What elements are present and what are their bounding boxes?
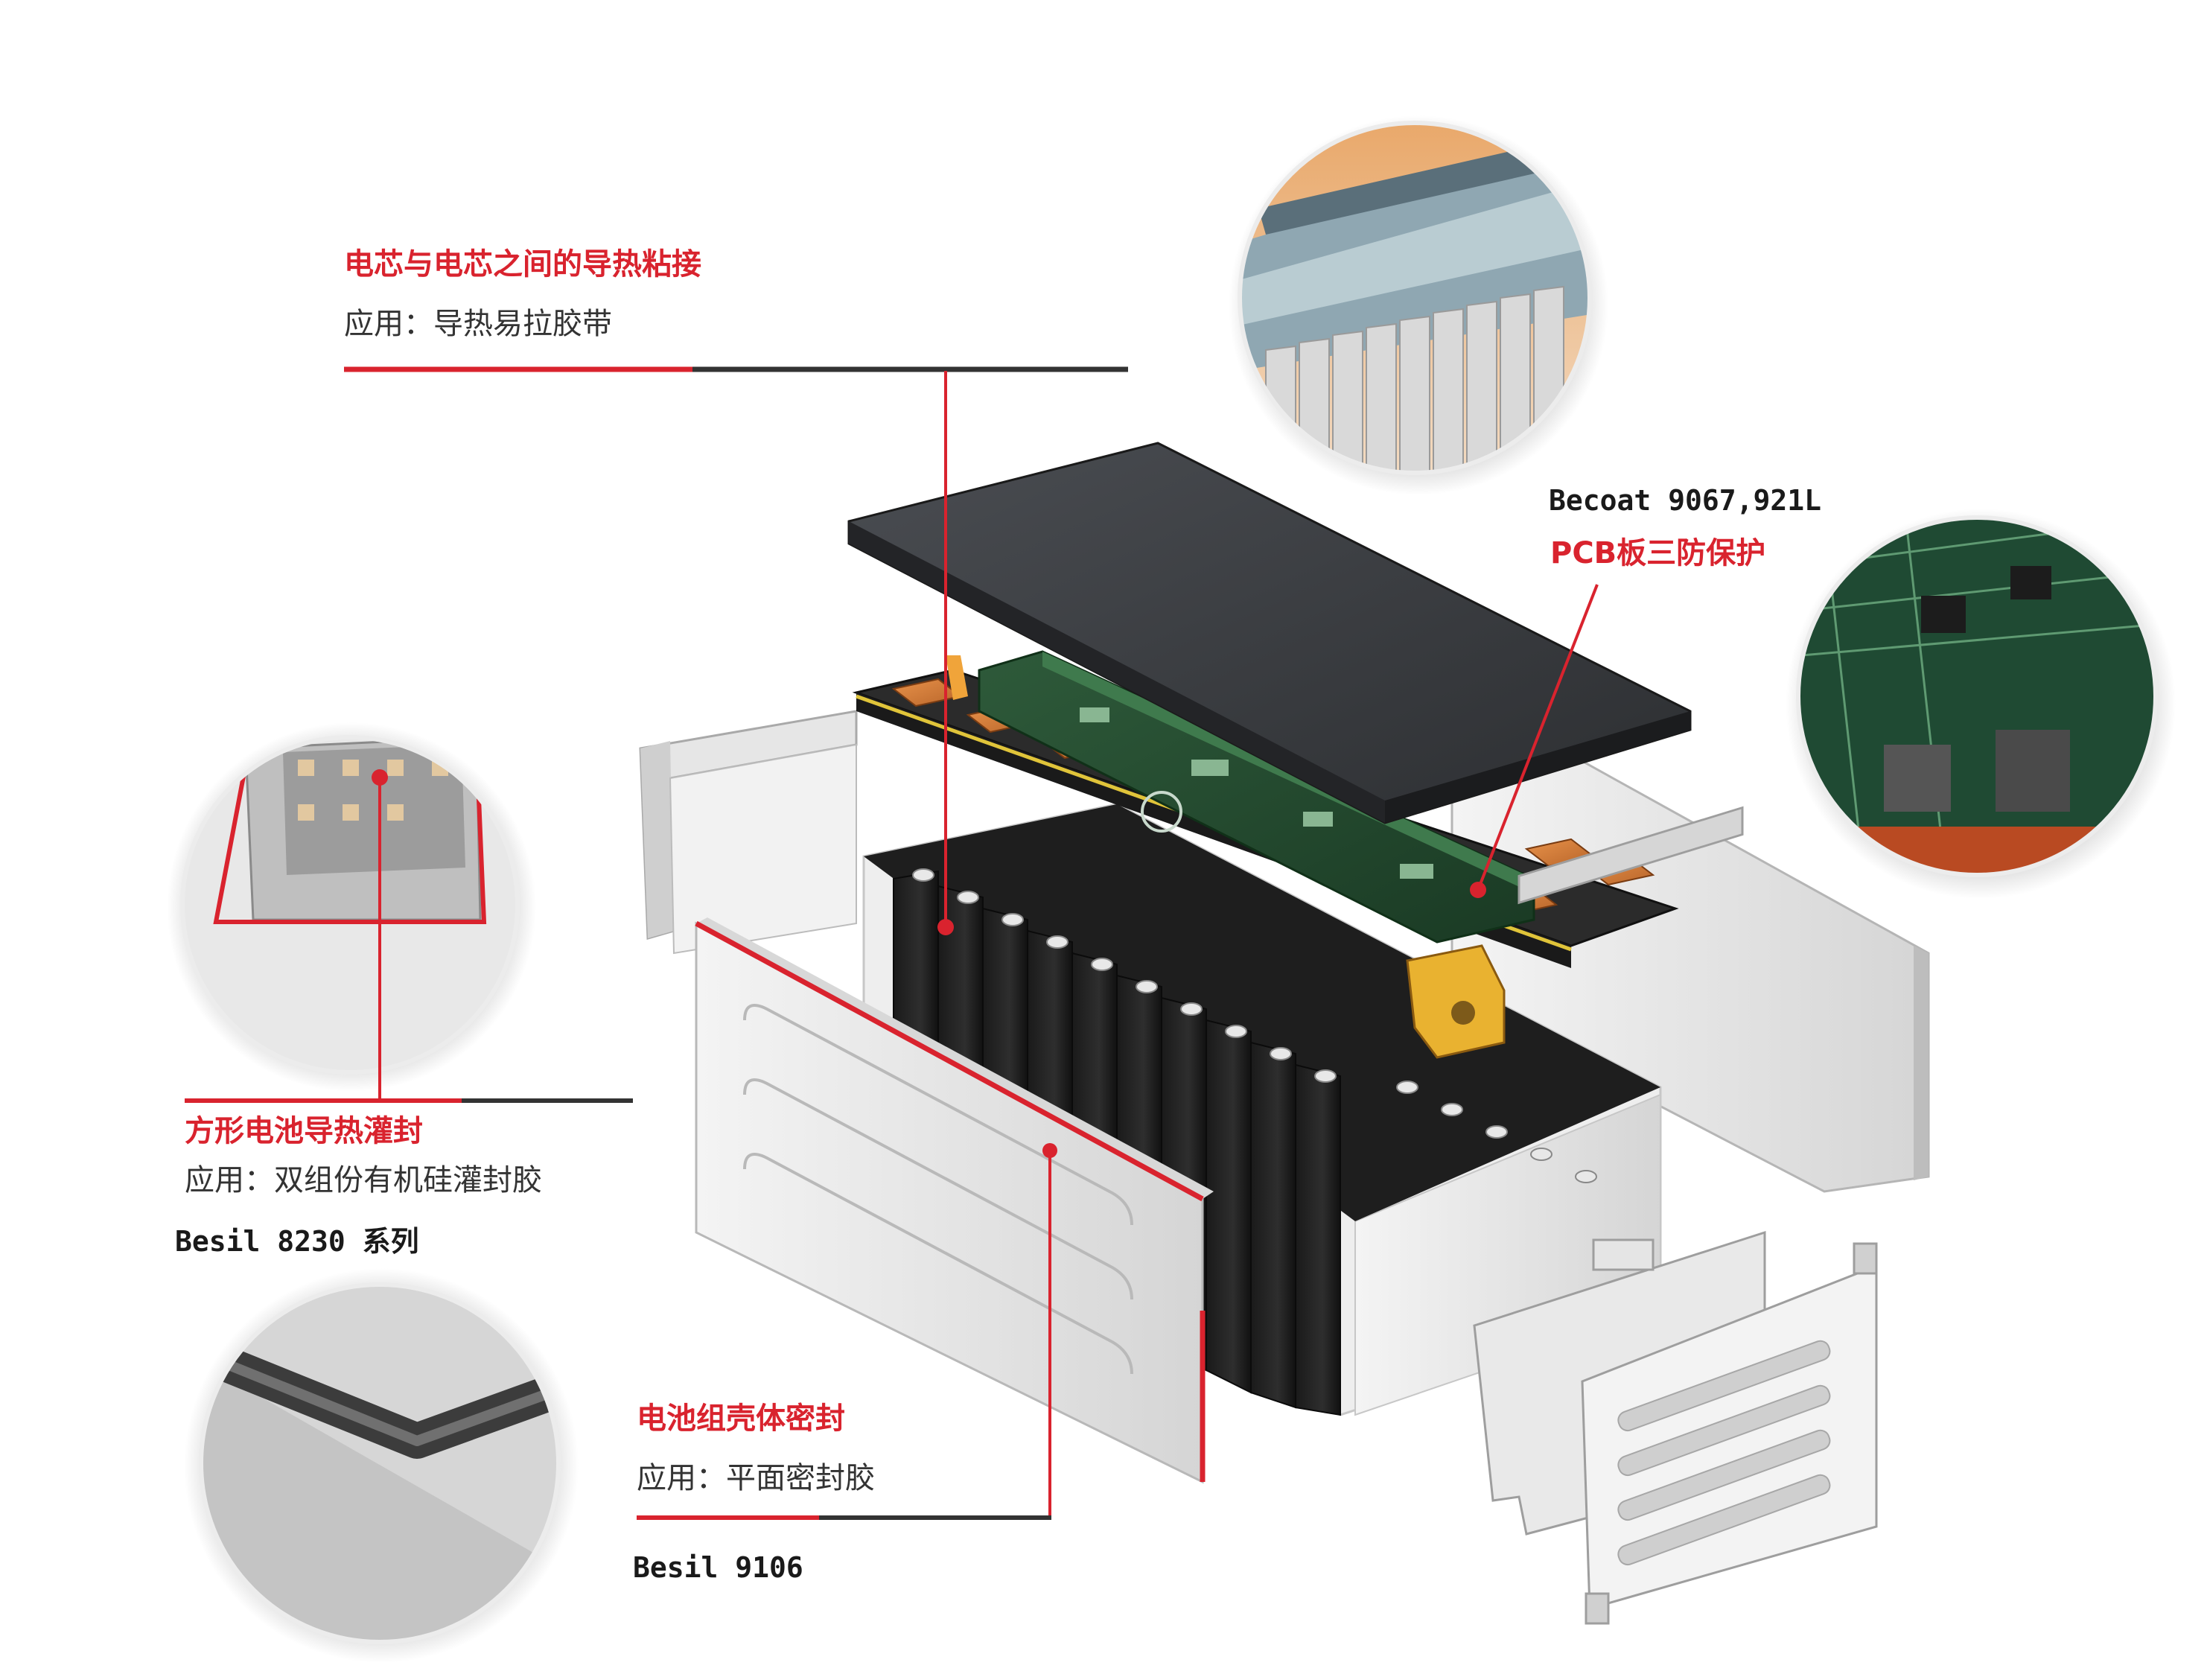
callout-prismatic-product: Besil 8230 系列	[175, 1225, 419, 1258]
inset-cell-bonding-photo	[1229, 115, 1608, 495]
callout-prismatic-title: 方形电池导热灌封	[185, 1114, 423, 1148]
callout-cell-bonding-title: 电芯与电芯之间的导热粘接	[344, 247, 701, 281]
callout-prismatic-application: 应用：双组份有机硅灌封胶	[185, 1163, 542, 1197]
callout-prismatic: 方形电池导热灌封 应用：双组份有机硅灌封胶 Besil 8230 系列	[175, 1114, 542, 1258]
callout-housing-application: 应用：平面密封胶	[637, 1461, 875, 1495]
callout-leader-lines	[185, 366, 1599, 1520]
callout-cell-bonding-application: 应用：导热易拉胶带	[344, 307, 612, 341]
callout-pcb-title: PCB板三防保护	[1550, 536, 1765, 570]
callout-housing: 电池组壳体密封 应用：平面密封胶 Besil 9106	[633, 1401, 875, 1584]
callout-cell-bonding: 电芯与电芯之间的导热粘接 应用：导热易拉胶带	[344, 247, 701, 341]
battery-pack-illustration	[639, 442, 1930, 1625]
callout-pcb: Becoat 9067,921L PCB板三防保护	[1549, 484, 1821, 570]
callout-housing-title: 电池组壳体密封	[637, 1401, 845, 1436]
callout-housing-product: Besil 9106	[633, 1551, 803, 1584]
inset-pcb-photo	[1786, 509, 2176, 899]
callout-pcb-product: Becoat 9067,921L	[1549, 484, 1821, 517]
inset-housing-seal-photo	[184, 1268, 579, 1663]
inset-prismatic-potting-photo	[167, 722, 536, 1092]
